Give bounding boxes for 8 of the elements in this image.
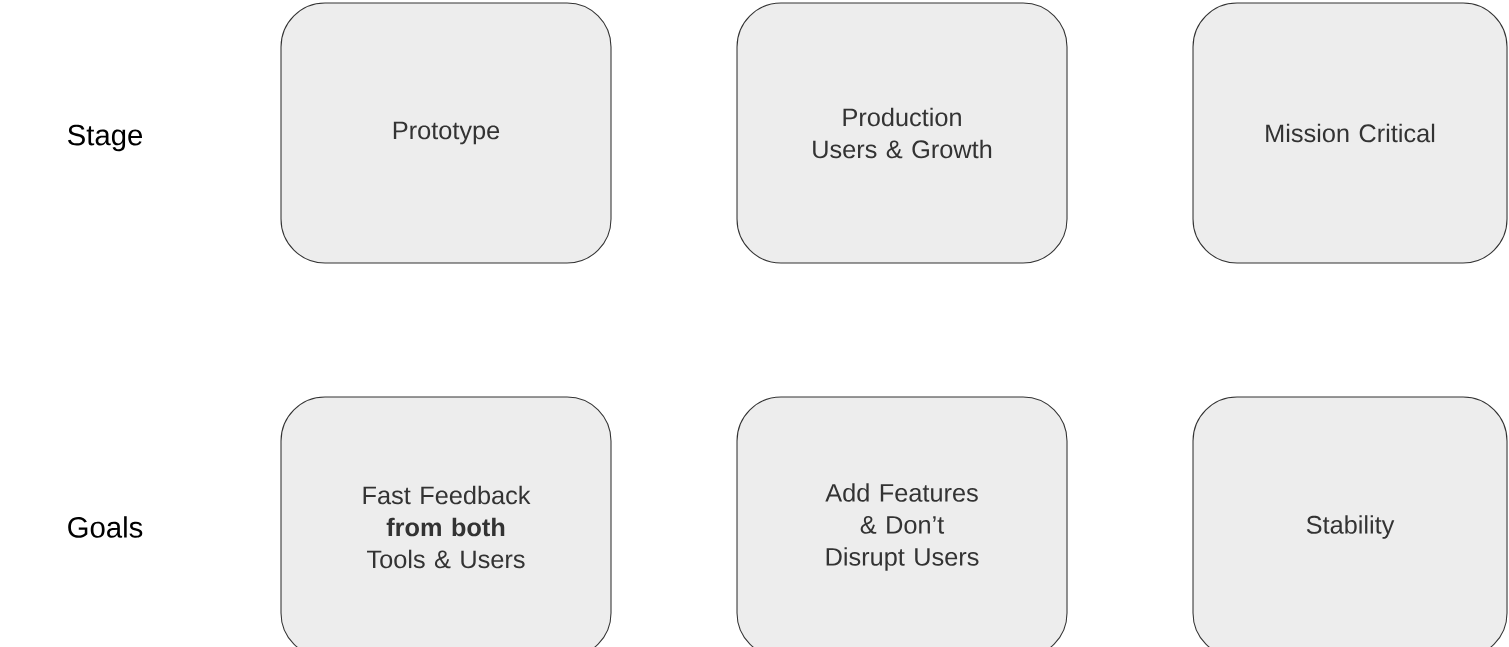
text-box: Prototype xyxy=(280,2,612,264)
text-box: Stability xyxy=(1192,396,1508,647)
text-box: Production Users & Growth xyxy=(736,2,1068,264)
text-box: Mission Critical xyxy=(1192,2,1508,264)
row-label: Goals xyxy=(68,516,143,538)
row-label: Stage xyxy=(68,124,143,152)
text-box: Add Features & Don’t Disrupt Users xyxy=(736,396,1068,647)
text-box: Fast Feedback from both Tools & Users xyxy=(280,396,612,647)
